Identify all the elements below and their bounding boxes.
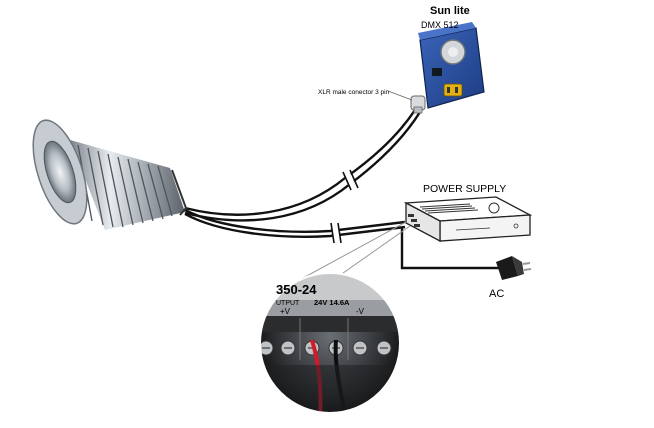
fixture-fins — [70, 140, 188, 230]
zoom-minus-label: -V — [356, 307, 365, 316]
ac-plug — [496, 256, 532, 280]
power-supply — [403, 196, 533, 243]
psu-terminals — [408, 214, 420, 227]
cable-to-dmx — [184, 109, 422, 222]
psu-title: POWER SUPPLY — [423, 183, 506, 195]
zoom-output-label: UTPUT — [276, 300, 300, 307]
psu-fan — [488, 202, 500, 214]
dmx-controller — [410, 22, 485, 114]
zoom-plus-label: +V — [280, 307, 291, 316]
terminal-closeup — [259, 272, 401, 414]
fixture-lens — [43, 140, 77, 204]
zoom-rating-label: 24V 14.6A — [314, 298, 350, 307]
led-fixture — [32, 119, 188, 230]
dmx-title: Sun lite — [430, 5, 470, 17]
ac-cable — [400, 228, 500, 270]
xlr-label: XLR male conector 3 pin — [318, 89, 390, 96]
dmx-subtitle: DMX 512 — [421, 20, 459, 30]
xlr-connector — [410, 95, 426, 114]
cable-to-power-supply — [184, 208, 406, 244]
psu-vent — [419, 203, 479, 214]
zoom-model-label: 350-24 — [276, 282, 317, 297]
ac-label: AC — [489, 288, 504, 300]
